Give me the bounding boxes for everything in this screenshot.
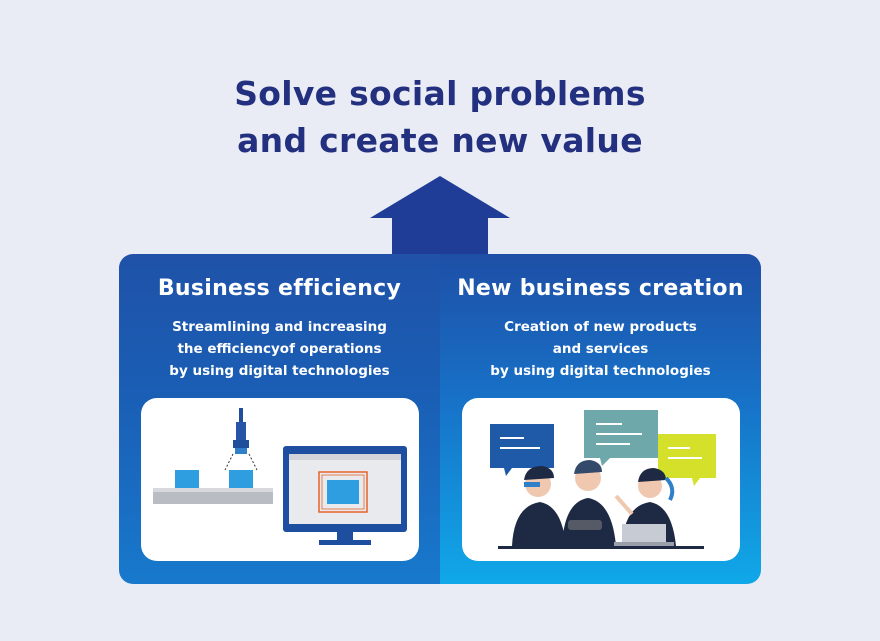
monitor-icon: [283, 446, 407, 545]
robot-arm-icon: [224, 408, 258, 471]
team-discussion-illustration: [490, 410, 716, 549]
innovation-illustration-card: [462, 398, 740, 561]
business-efficiency-description: Streamlining and increasing the efficien…: [119, 316, 440, 382]
new-business-creation-description: Creation of new products and services by…: [440, 316, 761, 382]
description-line: Creation of new products: [504, 319, 697, 335]
description-line: the efficiencyof operations: [177, 341, 382, 357]
business-efficiency-title: Business efficiency: [157, 276, 402, 301]
headline-line-2: and create new value: [237, 121, 643, 160]
description-line: by using digital technologies: [169, 363, 390, 379]
up-arrow-icon: [370, 176, 510, 256]
description-line: by using digital technologies: [490, 363, 711, 379]
description-line: and services: [552, 341, 649, 357]
new-business-creation-section: New business creation Creation of new pr…: [440, 254, 761, 584]
business-efficiency-section: Business efficiency Streamlining and inc…: [119, 254, 440, 584]
speech-bubble-icon: [584, 410, 658, 466]
laptop-icon: [614, 524, 674, 546]
speech-bubble-icon: [658, 434, 716, 486]
description-line: Streamlining and increasing: [172, 319, 387, 335]
efficiency-illustration-card: [141, 398, 419, 561]
new-business-creation-title: New business creation: [457, 276, 744, 301]
factory-automation-illustration: [153, 408, 407, 545]
table-edge: [498, 546, 704, 549]
conveyor-icon: [153, 470, 273, 504]
strategy-panel: Business efficiency Streamlining and inc…: [119, 254, 761, 584]
speech-bubble-icon: [490, 424, 554, 476]
headline: Solve social problems and create new val…: [0, 70, 880, 164]
headline-line-1: Solve social problems: [234, 74, 646, 113]
